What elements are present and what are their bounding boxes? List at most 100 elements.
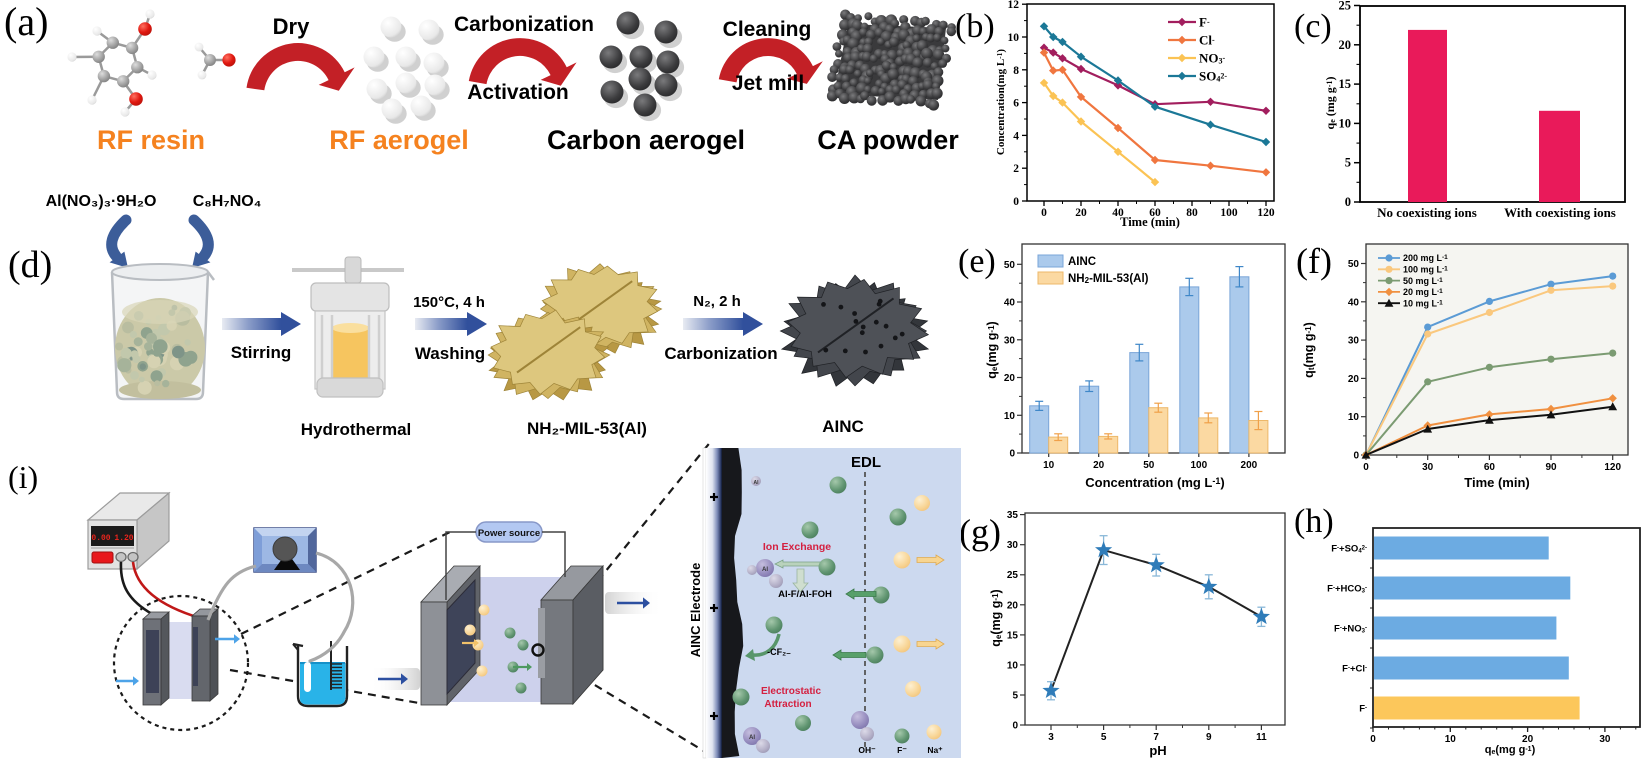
svg-text:35: 35: [1007, 510, 1019, 521]
svg-text:(b): (b): [955, 8, 995, 45]
svg-text:8: 8: [1013, 65, 1019, 77]
svg-text:Cl-: Cl-: [1199, 33, 1215, 48]
svg-text:25: 25: [1007, 570, 1019, 581]
svg-text:2: 2: [1013, 163, 1019, 175]
svg-text:50: 50: [1143, 460, 1155, 471]
svg-text:CA powder: CA powder: [817, 125, 959, 155]
svg-text:qe(mg g-1): qe(mg g-1): [1485, 744, 1536, 756]
svg-text:Al(NO₃)₃·9H₂O: Al(NO₃)₃·9H₂O: [46, 193, 157, 210]
svg-text:0: 0: [1041, 207, 1047, 219]
svg-text:(i): (i): [8, 459, 38, 495]
svg-text:RF aerogel: RF aerogel: [329, 125, 469, 155]
svg-text:Carbonization: Carbonization: [664, 344, 777, 363]
svg-text:30: 30: [1007, 540, 1019, 551]
svg-text:Carbon aerogel: Carbon aerogel: [547, 125, 745, 155]
svg-text:(h): (h): [1294, 503, 1334, 540]
svg-text:30: 30: [1422, 462, 1434, 473]
svg-text:qt(mg g-1): qt(mg g-1): [1302, 322, 1316, 378]
svg-text:(e): (e): [958, 243, 996, 280]
svg-text:No coexisting ions: No coexisting ions: [1377, 205, 1477, 220]
svg-text:0: 0: [1009, 449, 1015, 460]
svg-text:Al: Al: [749, 735, 755, 741]
svg-text:0: 0: [1353, 451, 1359, 462]
svg-text:12: 12: [1008, 0, 1020, 11]
svg-text:25: 25: [1339, 0, 1352, 13]
svg-text:10: 10: [1007, 660, 1019, 671]
svg-text:100: 100: [1220, 207, 1238, 219]
svg-text:Washing: Washing: [415, 344, 485, 363]
svg-text:(a): (a): [4, 0, 48, 44]
svg-text:C₈H₇NO₄: C₈H₇NO₄: [193, 193, 262, 210]
svg-text:120: 120: [1257, 207, 1275, 219]
svg-text:Al: Al: [762, 567, 768, 573]
svg-text:Attraction: Attraction: [764, 699, 811, 710]
svg-text:10: 10: [1004, 411, 1016, 422]
svg-text:qe(mg g-1): qe(mg g-1): [989, 589, 1003, 646]
svg-text:90: 90: [1545, 462, 1557, 473]
svg-text:EDL: EDL: [851, 454, 881, 471]
svg-text:200 mg L-1: 200 mg L-1: [1403, 253, 1448, 263]
svg-text:10: 10: [1043, 460, 1055, 471]
svg-text:20: 20: [1339, 38, 1352, 52]
svg-text:F-+SO42-: F-+SO42-: [1331, 544, 1367, 555]
svg-text:(d): (d): [8, 244, 52, 286]
svg-text:AINC: AINC: [1068, 256, 1096, 268]
svg-text:0.00: 0.00: [91, 534, 110, 543]
svg-text:F-+Cl-: F-+Cl-: [1342, 664, 1367, 675]
svg-text:7: 7: [1153, 732, 1159, 743]
svg-text:NH2-MIL-53(Al): NH2-MIL-53(Al): [1068, 273, 1149, 285]
svg-text:40: 40: [1004, 298, 1016, 309]
svg-text:20: 20: [1004, 373, 1016, 384]
svg-text:qe (mg g-1): qe (mg g-1): [1323, 77, 1337, 130]
svg-text:0: 0: [1345, 195, 1351, 209]
svg-text:9: 9: [1206, 732, 1212, 743]
svg-text:0: 0: [1012, 721, 1018, 732]
svg-text:Al-F/Al-FOH: Al-F/Al-FOH: [778, 589, 832, 600]
svg-text:Ion Exchange: Ion Exchange: [763, 541, 831, 553]
svg-text:Time (min): Time (min): [1464, 475, 1530, 490]
svg-text:pH: pH: [1149, 743, 1166, 758]
svg-text:60: 60: [1484, 462, 1496, 473]
svg-text:F⁻: F⁻: [897, 745, 907, 755]
svg-text:Jet mill: Jet mill: [732, 72, 804, 95]
svg-text:Time (min): Time (min): [1120, 215, 1180, 229]
svg-text:Na⁺: Na⁺: [927, 745, 943, 755]
svg-text:80: 80: [1186, 207, 1198, 219]
svg-text:F-: F-: [1359, 704, 1367, 715]
svg-text:AINC Electrode: AINC Electrode: [688, 563, 703, 658]
svg-text:5: 5: [1345, 156, 1351, 170]
svg-text:NO3-: NO3-: [1199, 51, 1226, 66]
svg-text:60: 60: [1149, 207, 1161, 219]
svg-text:10: 10: [1339, 116, 1352, 130]
svg-text:30: 30: [1004, 335, 1016, 346]
svg-text:30: 30: [1348, 336, 1360, 347]
svg-text:Electrostatic: Electrostatic: [761, 686, 821, 697]
svg-text:NH₂-MIL-53(Al): NH₂-MIL-53(Al): [527, 419, 647, 438]
svg-text:50: 50: [1348, 259, 1360, 270]
svg-text:11: 11: [1256, 732, 1267, 743]
svg-text:F-+NO3-: F-+NO3-: [1334, 624, 1367, 635]
svg-text:1.20: 1.20: [114, 534, 133, 543]
svg-text:Hydrothermal: Hydrothermal: [301, 420, 412, 439]
svg-text:With coexisting ions: With coexisting ions: [1504, 205, 1616, 220]
svg-text:Concentration (mg L-1): Concentration (mg L-1): [1085, 475, 1224, 490]
svg-text:100: 100: [1190, 460, 1207, 471]
svg-text:50 mg L-1: 50 mg L-1: [1403, 276, 1443, 286]
svg-text:20: 20: [1522, 734, 1534, 745]
svg-text:20: 20: [1075, 207, 1087, 219]
svg-text:Dry: Dry: [273, 14, 310, 39]
svg-text:4: 4: [1013, 130, 1019, 142]
svg-text:150°C, 4 h: 150°C, 4 h: [413, 294, 485, 311]
svg-text:10: 10: [1445, 734, 1457, 745]
svg-text:0: 0: [1013, 196, 1019, 208]
svg-text:RF resin: RF resin: [97, 125, 205, 155]
svg-text:15: 15: [1007, 630, 1019, 641]
svg-text:100 mg L-1: 100 mg L-1: [1403, 265, 1448, 275]
svg-text:F-: F-: [1199, 15, 1210, 30]
svg-text:120: 120: [1604, 462, 1621, 473]
svg-text:40: 40: [1348, 297, 1360, 308]
svg-text:40: 40: [1112, 207, 1124, 219]
svg-text:(f): (f): [1296, 241, 1332, 281]
svg-text:5: 5: [1101, 732, 1107, 743]
svg-text:Power source: Power source: [478, 528, 540, 539]
